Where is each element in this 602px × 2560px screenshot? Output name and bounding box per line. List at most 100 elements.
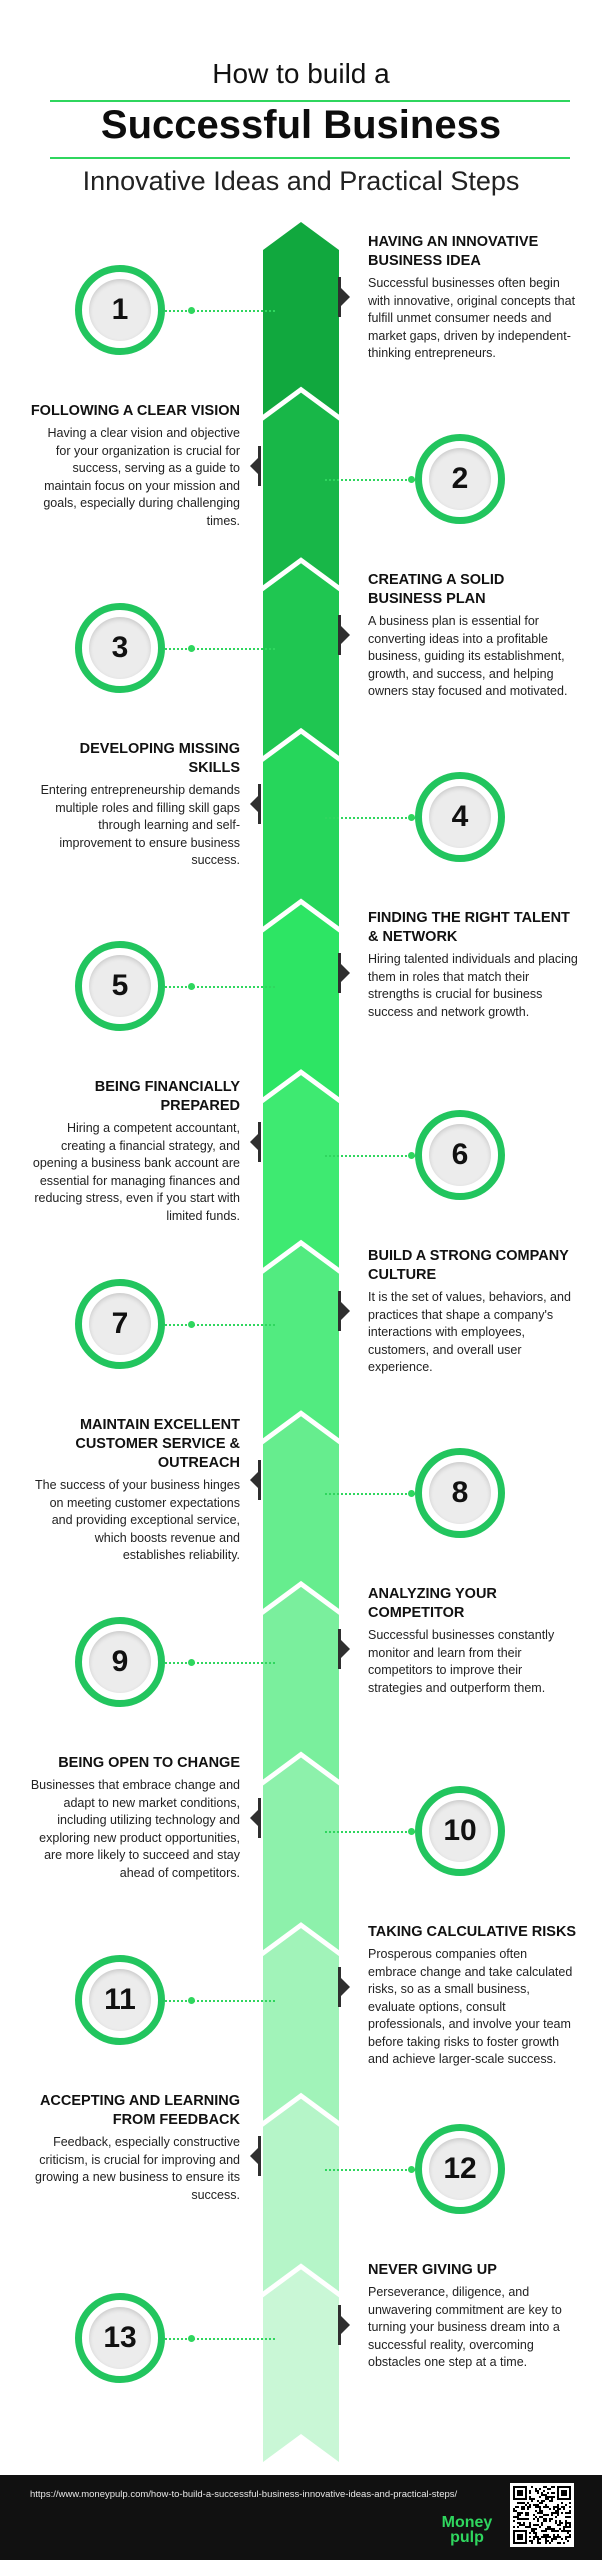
badge-inner: 12 (429, 2138, 491, 2200)
badge-inner: 11 (89, 1969, 151, 2031)
dotted-connector (165, 2338, 275, 2340)
caret-bar (258, 1460, 261, 1500)
dotted-connector (165, 1662, 275, 1664)
step-text: HAVING AN INNOVATIVE BUSINESS IDEA Succes… (368, 233, 578, 363)
connector-dot (188, 645, 195, 652)
chevron-segment-11 (263, 1928, 339, 2121)
chevron-spine (263, 222, 339, 2462)
step-number: 7 (111, 1307, 129, 1340)
caret-bar (258, 2136, 261, 2176)
step-description: Feedback, especially constructive critic… (35, 2135, 240, 2202)
step-description: Perseverance, diligence, and unwavering … (368, 2285, 562, 2369)
step-number-badge: 9 (75, 1617, 165, 1707)
step-number-badge: 2 (415, 434, 505, 524)
step-number-badge: 4 (415, 772, 505, 862)
step-description: It is the set of values, behaviors, and … (368, 1290, 571, 1374)
step-description: Having a clear vision and objective for … (43, 426, 240, 528)
chevron-segment-6 (263, 1075, 339, 1268)
qr-code-icon (510, 2483, 574, 2547)
step-description: Hiring talented individuals and placing … (368, 952, 578, 1019)
step-number: 3 (111, 631, 129, 664)
connector-dot (188, 1997, 195, 2004)
badge-inner: 2 (429, 448, 491, 510)
dotted-connector (325, 1155, 415, 1157)
step-title: FINDING THE RIGHT TALENT & NETWORK (368, 910, 570, 945)
step-description: Prosperous companies often embrace chang… (368, 1947, 573, 2066)
dotted-connector (165, 310, 275, 312)
step-number: 4 (451, 800, 469, 833)
step-number-badge: 11 (75, 1955, 165, 2045)
step-text: FOLLOWING A CLEAR VISION Having a clear v… (30, 402, 240, 530)
step-description: Successful businesses often begin with i… (368, 276, 576, 360)
chevron-segment-4 (263, 733, 339, 927)
step-8: 8 MAINTAIN EXCELLENT CUSTOMER SERVICE & O… (0, 1408, 602, 1578)
step-number-badge: 10 (415, 1786, 505, 1876)
dotted-connector (165, 1324, 275, 1326)
caret-bar (258, 1798, 261, 1838)
step-7: 7 BUILD A STRONG COMPANY CULTURE It is the… (0, 1239, 602, 1409)
step-title: FOLLOWING A CLEAR VISION (30, 403, 240, 419)
step-text: NEVER GIVING UP Perseverance, diligence, … (368, 2261, 578, 2372)
connector-dot (188, 983, 195, 990)
step-number: 2 (451, 462, 469, 495)
step-9: 9 ANALYZING YOUR COMPETITOR Successful bus… (0, 1577, 602, 1747)
step-number-badge: 1 (75, 265, 165, 355)
caret-right-icon (340, 1639, 350, 1659)
badge-inner: 5 (89, 955, 151, 1017)
footer-url[interactable]: https://www.moneypulp.com/how-to-build-a… (30, 2489, 458, 2500)
caret-right-icon (340, 625, 350, 645)
step-text: FINDING THE RIGHT TALENT & NETWORK Hiring… (368, 909, 578, 1021)
title-divider-bottom (50, 157, 570, 159)
badge-inner: 10 (429, 1800, 491, 1862)
caret-bar (258, 446, 261, 486)
logo-word-money: Money (441, 2514, 493, 2531)
chevron-segment-3 (263, 563, 339, 756)
step-title: ACCEPTING AND LEARNING FROM FEEDBACK (39, 2093, 240, 2128)
chevron-segment-7 (263, 1245, 339, 1439)
badge-inner: 9 (89, 1631, 151, 1693)
step-number: 12 (443, 2152, 477, 2185)
step-title: HAVING AN INNOVATIVE BUSINESS IDEA (368, 234, 539, 269)
step-title: BEING OPEN TO CHANGE (58, 1755, 240, 1771)
caret-right-icon (340, 2315, 350, 2335)
dotted-connector (325, 2169, 415, 2171)
step-description: Successful businesses constantly monitor… (368, 1628, 555, 1695)
dotted-connector (165, 2000, 275, 2002)
caret-bar (338, 1629, 341, 1669)
step-number-badge: 7 (75, 1279, 165, 1369)
caret-bar (338, 615, 341, 655)
caret-bar (338, 953, 341, 993)
moneypulp-logo: Money pulp (432, 2514, 502, 2546)
chevron-segment-12 (263, 2098, 339, 2292)
caret-bar (338, 277, 341, 317)
step-2: 2 FOLLOWING A CLEAR VISION Having a clear … (0, 394, 602, 564)
badge-inner: 8 (429, 1462, 491, 1524)
connector-dot (408, 476, 415, 483)
dotted-connector (325, 479, 415, 481)
step-title: BUILD A STRONG COMPANY CULTURE (368, 1248, 569, 1283)
caret-left-icon (250, 1470, 260, 1490)
caret-right-icon (340, 1301, 350, 1321)
badge-inner: 4 (429, 786, 491, 848)
connector-dot (408, 2166, 415, 2173)
step-title: ANALYZING YOUR COMPETITOR (368, 1586, 497, 1621)
step-title: NEVER GIVING UP (368, 2262, 497, 2278)
step-number-badge: 3 (75, 603, 165, 693)
step-description: Entering entrepreneurship demands multip… (40, 783, 240, 867)
connector-dot (188, 307, 195, 314)
step-number: 1 (111, 293, 129, 326)
dotted-connector (165, 648, 275, 650)
caret-bar (258, 1122, 261, 1162)
caret-bar (258, 784, 261, 824)
step-text: MAINTAIN EXCELLENT CUSTOMER SERVICE & OU… (30, 1416, 240, 1565)
step-text: ANALYZING YOUR COMPETITOR Successful busi… (368, 1585, 578, 1697)
dotted-connector (165, 986, 275, 988)
chevron-segment-13 (263, 2269, 339, 2462)
step-description: Hiring a competent accountant, creating … (32, 1121, 240, 1223)
